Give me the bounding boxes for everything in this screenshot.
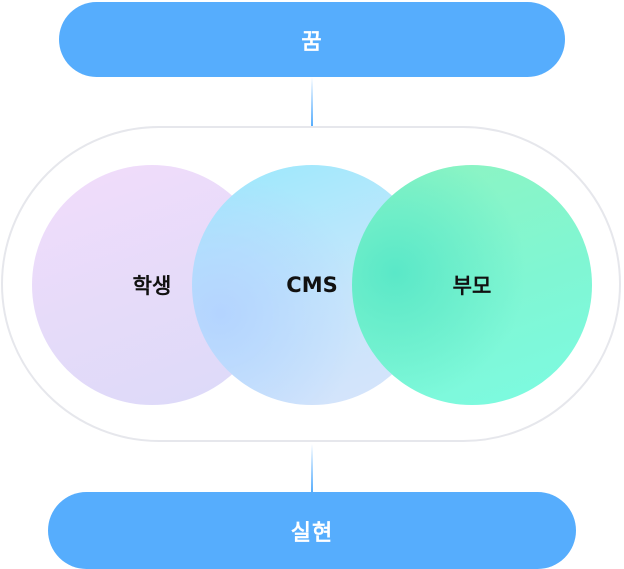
- dream-pill: 꿈: [59, 2, 565, 77]
- realization-label: 실현: [290, 520, 334, 546]
- student-label: 학생: [132, 274, 172, 298]
- cms-label: CMS: [286, 273, 338, 297]
- realization-pill: 실현: [48, 492, 576, 569]
- parent-label: 부모: [452, 274, 492, 298]
- top-connector-line: [311, 77, 313, 126]
- bottom-connector-line: [311, 444, 313, 492]
- parent-circle: 부모: [352, 165, 592, 405]
- dream-label: 꿈: [301, 29, 323, 55]
